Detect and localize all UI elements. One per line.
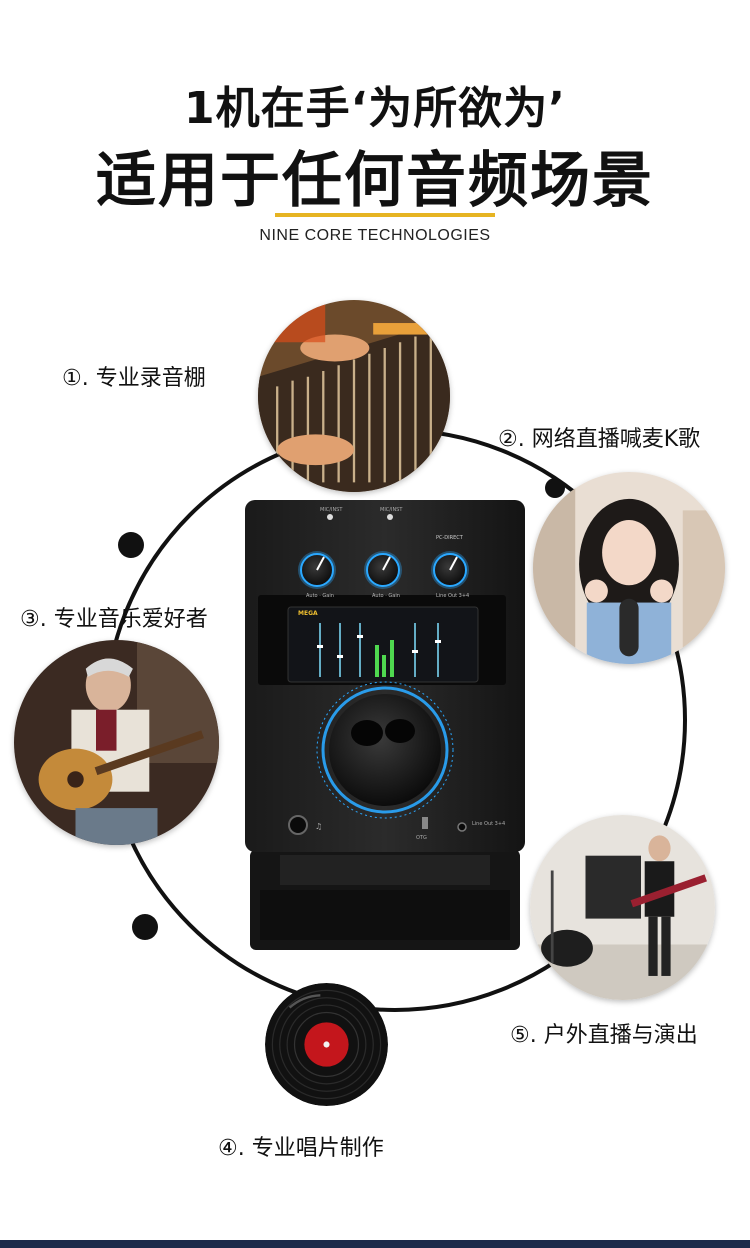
- audio-interface-device: MIC/INST MIC/INST PC-DIRECT Auto · Gain …: [245, 500, 525, 950]
- stage-performer-photo: [530, 815, 715, 1000]
- line-out-label: Line Out 3+4: [472, 821, 505, 827]
- headline-secondary: 适用于任何音频场景: [96, 146, 654, 216]
- scenario-label-2: ②. 网络直播喊麦K歌: [498, 427, 701, 452]
- headline-primary: 1机在手‘为所欲为’: [183, 83, 567, 134]
- headphone-icon: ♫: [315, 822, 322, 831]
- vinyl-record: [265, 983, 388, 1106]
- mixing-console-photo: [258, 300, 450, 492]
- knob-label-3: Line Out 3+4: [436, 593, 469, 599]
- scenario-label-1: ①. 专业录音棚: [62, 366, 206, 391]
- otg-label: OTG: [416, 835, 427, 841]
- top-label-3: PC-DIRECT: [436, 535, 464, 541]
- scenario-label-4: ④. 专业唱片制作: [218, 1136, 384, 1161]
- gain-knob-2: [364, 551, 402, 589]
- gold-divider: [275, 213, 495, 217]
- ring-dot-top-right: [545, 478, 565, 498]
- live-streamer-photo: [533, 472, 725, 664]
- top-label-2: MIC/INST: [380, 507, 403, 513]
- ring-dot-left-upper: [118, 532, 144, 558]
- top-label-1: MIC/INST: [320, 507, 343, 513]
- scenario-label-3: ③. 专业音乐爱好者: [20, 607, 208, 632]
- scenario-label-5: ⑤. 户外直播与演出: [510, 1023, 698, 1048]
- line-out-knob: [431, 551, 469, 589]
- knob-label-2: Auto · Gain: [372, 593, 400, 599]
- footer-bar: [0, 1240, 750, 1248]
- subtitle: NINE CORE TECHNOLOGIES: [259, 227, 491, 244]
- knob-label-1: Auto · Gain: [306, 593, 334, 599]
- guitarist-photo: [14, 640, 219, 845]
- ring-dot-left-lower: [132, 914, 158, 940]
- main-volume-knob: [316, 681, 454, 819]
- gain-knob-1: [298, 551, 336, 589]
- brand-logo: MEGA: [298, 610, 318, 617]
